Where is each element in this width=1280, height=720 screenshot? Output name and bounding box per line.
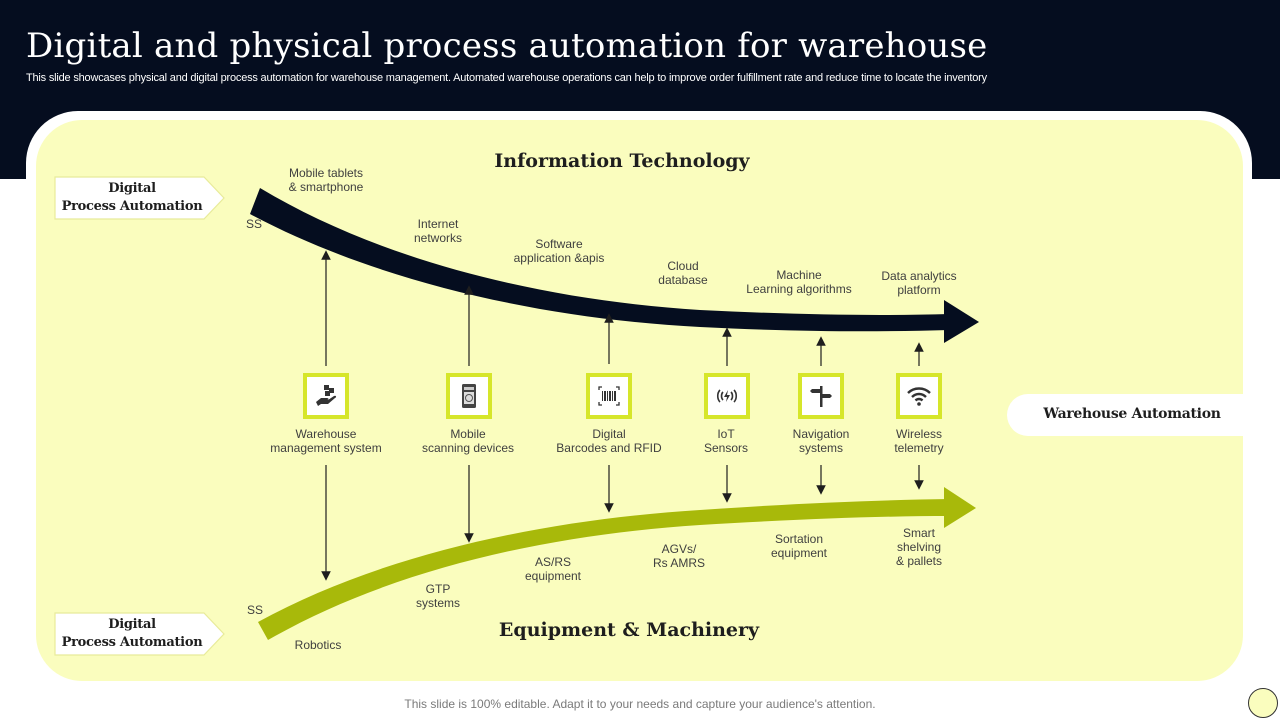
corner-circle (1248, 688, 1278, 718)
equipment-flow-arrow-body (258, 499, 950, 640)
tag-label: Digital Process Automation (54, 180, 210, 216)
page-subtitle: This slide showcases physical and digita… (26, 72, 987, 84)
equipment-flow-arrow-head (944, 487, 976, 528)
navigation-systems-icon-box (798, 373, 844, 419)
tag-line-1: Digital (108, 617, 156, 632)
tag-line-2: Process Automation (61, 199, 203, 214)
eq-label-robotics: Robotics (294, 638, 342, 652)
mobile-scanner-icon (462, 384, 476, 408)
warehouse-management-icon-box (303, 373, 349, 419)
signpost-icon (810, 386, 832, 407)
it-flow-arrow-body (250, 188, 950, 332)
tag-shape (54, 612, 225, 656)
panel-side-strip (1243, 179, 1280, 720)
warehouse-automation-label: Warehouse Automation (1043, 406, 1221, 422)
ss-marker-bottom: SS (247, 603, 264, 617)
digital-process-tag-top: Digital Process Automation (54, 176, 225, 220)
eq-label-agvs: AGVs/Rs AMRS (652, 542, 706, 570)
iot-sensor-icon (716, 389, 738, 403)
warehouse-automation-pill: Warehouse Automation (1007, 394, 1243, 436)
mobile-scanning-icon-box (446, 373, 492, 419)
tag-label: Digital Process Automation (54, 616, 210, 652)
wifi-icon (907, 387, 931, 406)
it-heading: Information Technology (494, 150, 750, 172)
wireless-telemetry-icon-box (896, 373, 942, 419)
footer-note: This slide is 100% editable. Adapt it to… (404, 697, 876, 711)
page-title: Digital and physical process automation … (26, 26, 988, 66)
barcode-scan-icon (598, 386, 620, 406)
equipment-heading: Equipment & Machinery (498, 619, 760, 641)
hand-boxes-icon (316, 385, 337, 406)
tag-line-2: Process Automation (61, 635, 203, 650)
iot-sensors-icon-box (704, 373, 750, 419)
digital-process-tag-bottom: Digital Process Automation (54, 612, 225, 656)
it-flow-arrow-head (944, 300, 979, 343)
barcodes-rfid-icon-box (586, 373, 632, 419)
it-label-mobile-tablets: Mobile tablets& smartphone (288, 166, 364, 194)
ss-marker-top: SS (246, 217, 263, 231)
tag-shape (54, 176, 225, 220)
tag-line-1: Digital (108, 181, 156, 196)
